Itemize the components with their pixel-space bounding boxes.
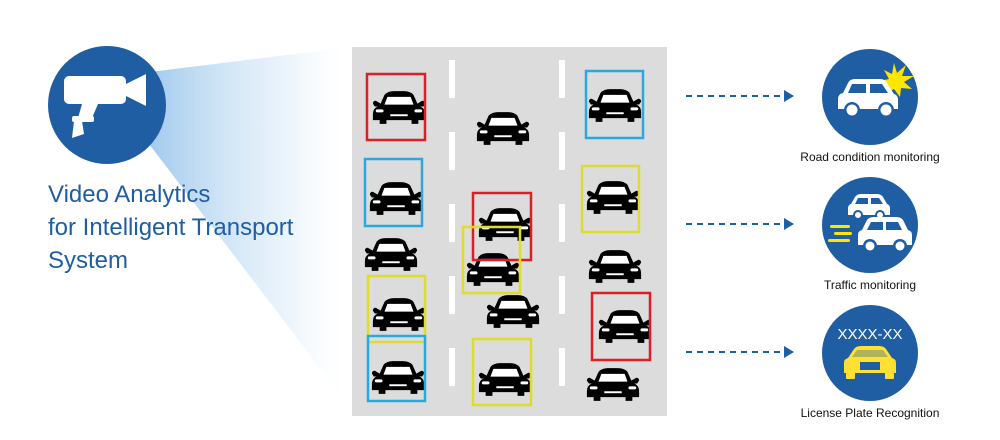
feature-label-road-condition: Road condition monitoring bbox=[800, 150, 940, 164]
detection-box bbox=[471, 337, 533, 407]
detection-box bbox=[366, 334, 427, 403]
car-icon bbox=[466, 253, 520, 286]
car-icon bbox=[586, 368, 640, 401]
lane-marker bbox=[449, 132, 455, 170]
camera-badge bbox=[48, 46, 166, 164]
feature-label-license-plate: License Plate Recognition bbox=[800, 406, 940, 420]
car-icon bbox=[486, 295, 540, 328]
car-icon bbox=[478, 363, 532, 396]
detection-box bbox=[461, 225, 522, 295]
road-scene bbox=[352, 47, 667, 416]
car-icon bbox=[369, 182, 423, 215]
road-condition-badge bbox=[822, 49, 918, 145]
detection-box bbox=[590, 291, 652, 362]
arrow-to-road-condition bbox=[686, 90, 796, 102]
title-line-3: System bbox=[48, 247, 129, 274]
detection-box bbox=[580, 164, 641, 234]
road-scene-svg bbox=[363, 60, 652, 407]
dashed-arrow-icon bbox=[686, 218, 794, 230]
traffic-monitoring-badge bbox=[822, 177, 918, 273]
dashed-arrow-icon bbox=[686, 346, 794, 358]
car-icon bbox=[371, 361, 425, 394]
lane-marker bbox=[559, 204, 565, 242]
detection-box bbox=[365, 72, 427, 142]
arrow-to-traffic-monitoring bbox=[686, 218, 796, 230]
car-crash-icon bbox=[838, 63, 914, 118]
feature-label-traffic-monitoring: Traffic monitoring bbox=[823, 278, 917, 292]
traffic-icon bbox=[828, 194, 912, 253]
license-plate-badge: XXXX-XX bbox=[822, 305, 918, 401]
dashed-arrow-icon bbox=[686, 90, 794, 102]
car-icon bbox=[586, 181, 640, 214]
car-icon bbox=[372, 91, 426, 124]
lane-marker bbox=[449, 276, 455, 314]
car-icon bbox=[476, 112, 530, 145]
arrow-to-license-plate bbox=[686, 346, 796, 358]
page-title: Video Analytics for Intelligent Transpor… bbox=[48, 178, 348, 277]
car-icon bbox=[478, 208, 532, 241]
detection-box bbox=[584, 69, 645, 140]
lane-marker bbox=[449, 204, 455, 242]
security-camera-icon bbox=[64, 74, 146, 138]
lane-marker bbox=[559, 276, 565, 314]
lane-marker bbox=[559, 132, 565, 170]
detection-box bbox=[366, 274, 427, 344]
detection-box bbox=[363, 157, 424, 228]
license-plate-icon: XXXX-XX bbox=[837, 326, 903, 379]
title-line-1: Video Analytics bbox=[48, 181, 211, 208]
plate-text: XXXX-XX bbox=[837, 326, 902, 343]
lane-marker bbox=[559, 60, 565, 98]
lane-marker bbox=[449, 348, 455, 386]
car-icon bbox=[588, 250, 642, 283]
car-icon bbox=[588, 89, 642, 122]
lane-marker bbox=[449, 60, 455, 98]
car-icon bbox=[598, 310, 652, 343]
car-icon bbox=[372, 298, 426, 331]
lane-marker bbox=[559, 348, 565, 386]
car-icon bbox=[364, 238, 418, 271]
title-line-2: for Intelligent Transport bbox=[48, 214, 294, 241]
